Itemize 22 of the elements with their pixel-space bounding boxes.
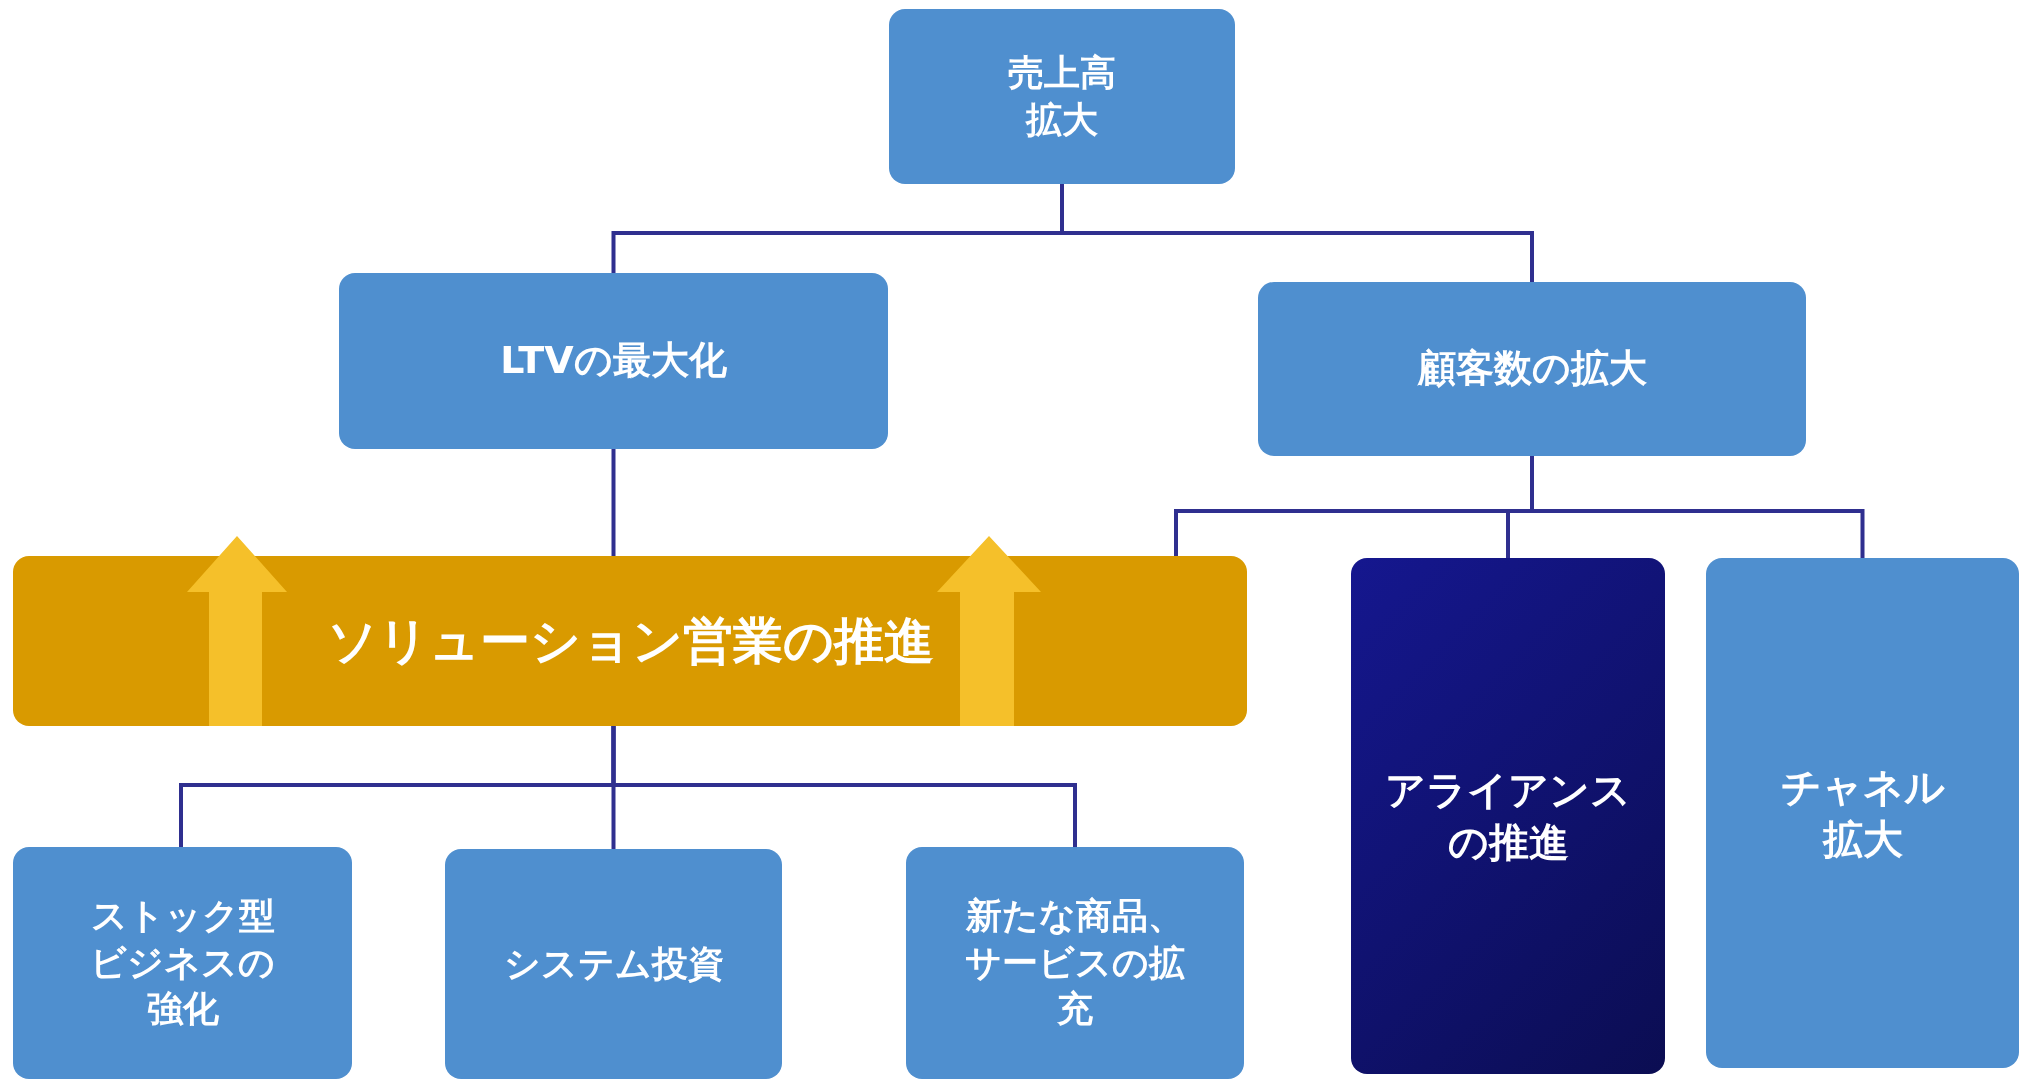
node-label: アライアンスの推進 bbox=[1384, 766, 1632, 867]
connector-line bbox=[611, 449, 616, 556]
process-box bbox=[1351, 558, 1665, 1074]
node-label: 売上高拡大 bbox=[1007, 50, 1117, 142]
connector-line bbox=[1530, 456, 1865, 558]
connector-line bbox=[1060, 184, 1534, 282]
process-box bbox=[445, 849, 782, 1079]
node-label: チャネル拡大 bbox=[1779, 763, 1946, 864]
process-box bbox=[339, 273, 888, 449]
node-label: システム投資 bbox=[502, 941, 725, 986]
node-label: 新たな商品、サービスの拡充 bbox=[964, 893, 1186, 1032]
node-label: LTVの最大化 bbox=[499, 337, 728, 385]
process-box bbox=[1258, 282, 1806, 456]
connector-line bbox=[611, 726, 1077, 847]
process-box bbox=[889, 9, 1235, 184]
process-box bbox=[13, 847, 352, 1079]
node-label: ソリューション営業の推進 bbox=[325, 610, 935, 672]
process-box bbox=[1706, 558, 2019, 1068]
node-label: ストック型ビジネスの強化 bbox=[89, 893, 276, 1032]
node-label: 顧客数の拡大 bbox=[1416, 345, 1648, 393]
strategy-band bbox=[13, 556, 1247, 726]
process-box bbox=[906, 847, 1244, 1079]
